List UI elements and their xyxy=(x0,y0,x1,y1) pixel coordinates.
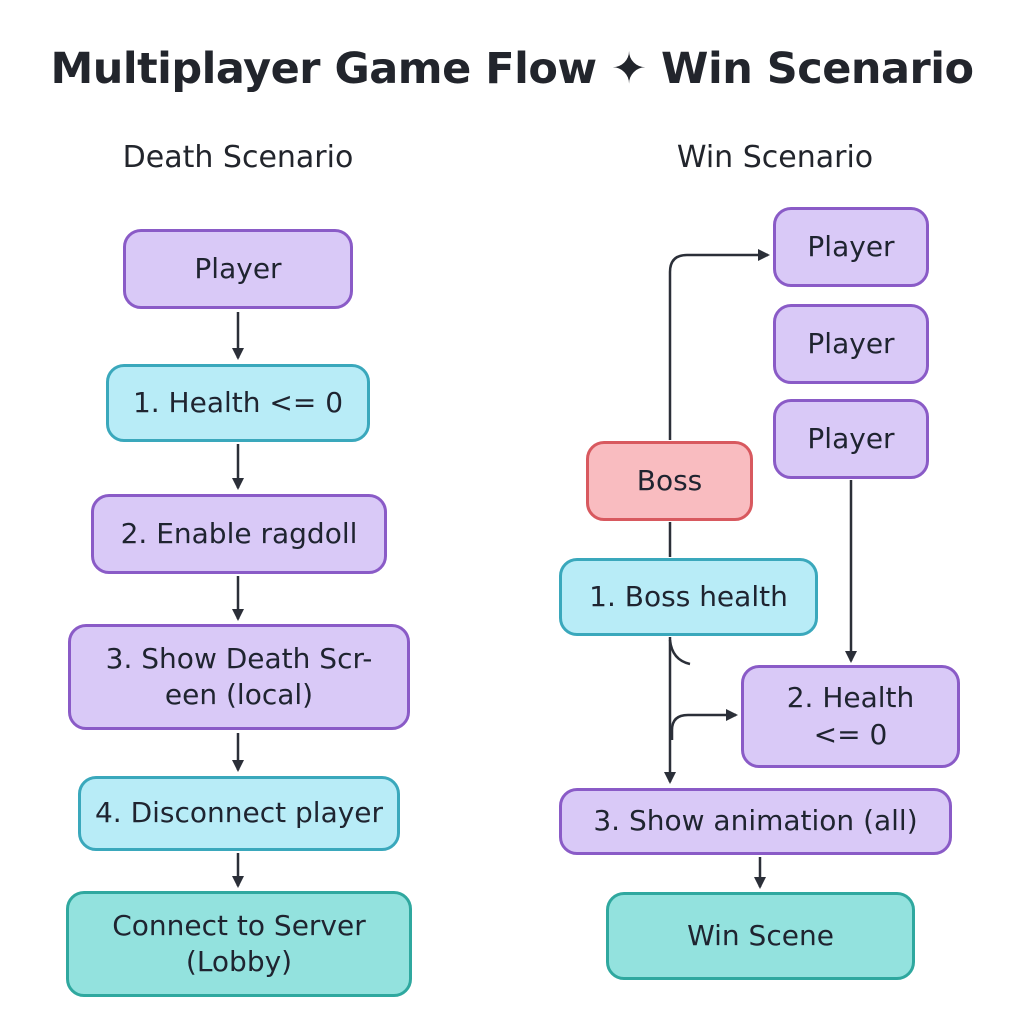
win-scenario-heading: Win Scenario xyxy=(676,140,874,175)
node-enable-ragdoll: 2. Enable ragdoll xyxy=(91,494,387,574)
node-player-3: Player xyxy=(773,399,929,479)
death-scenario-heading: Death Scenario xyxy=(122,140,354,175)
arrow-to-health-check xyxy=(670,709,738,740)
node-player-2: Player xyxy=(773,304,929,384)
node-health-check-win: 2. Health <= 0 xyxy=(741,665,960,768)
node-disconnect-player: 4. Disconnect player xyxy=(78,776,400,851)
node-player: Player xyxy=(123,229,353,309)
node-show-animation: 3. Show animation (all) xyxy=(559,788,952,855)
diagram-title: Multiplayer Game Flow ✦ Win Scenario xyxy=(50,44,974,94)
node-connect-to-server: Connect to Server (Lobby) xyxy=(66,891,412,997)
node-health-check: 1. Health <= 0 xyxy=(106,364,370,442)
connector-curl xyxy=(668,639,691,666)
arrow-boss-to-player xyxy=(668,249,770,440)
node-show-death-screen: 3. Show Death Scr- een (local) xyxy=(68,624,410,730)
node-win-scene: Win Scene xyxy=(606,892,915,980)
node-boss: Boss xyxy=(586,441,753,521)
node-boss-health: 1. Boss health xyxy=(559,558,818,636)
node-player-1: Player xyxy=(773,207,929,287)
